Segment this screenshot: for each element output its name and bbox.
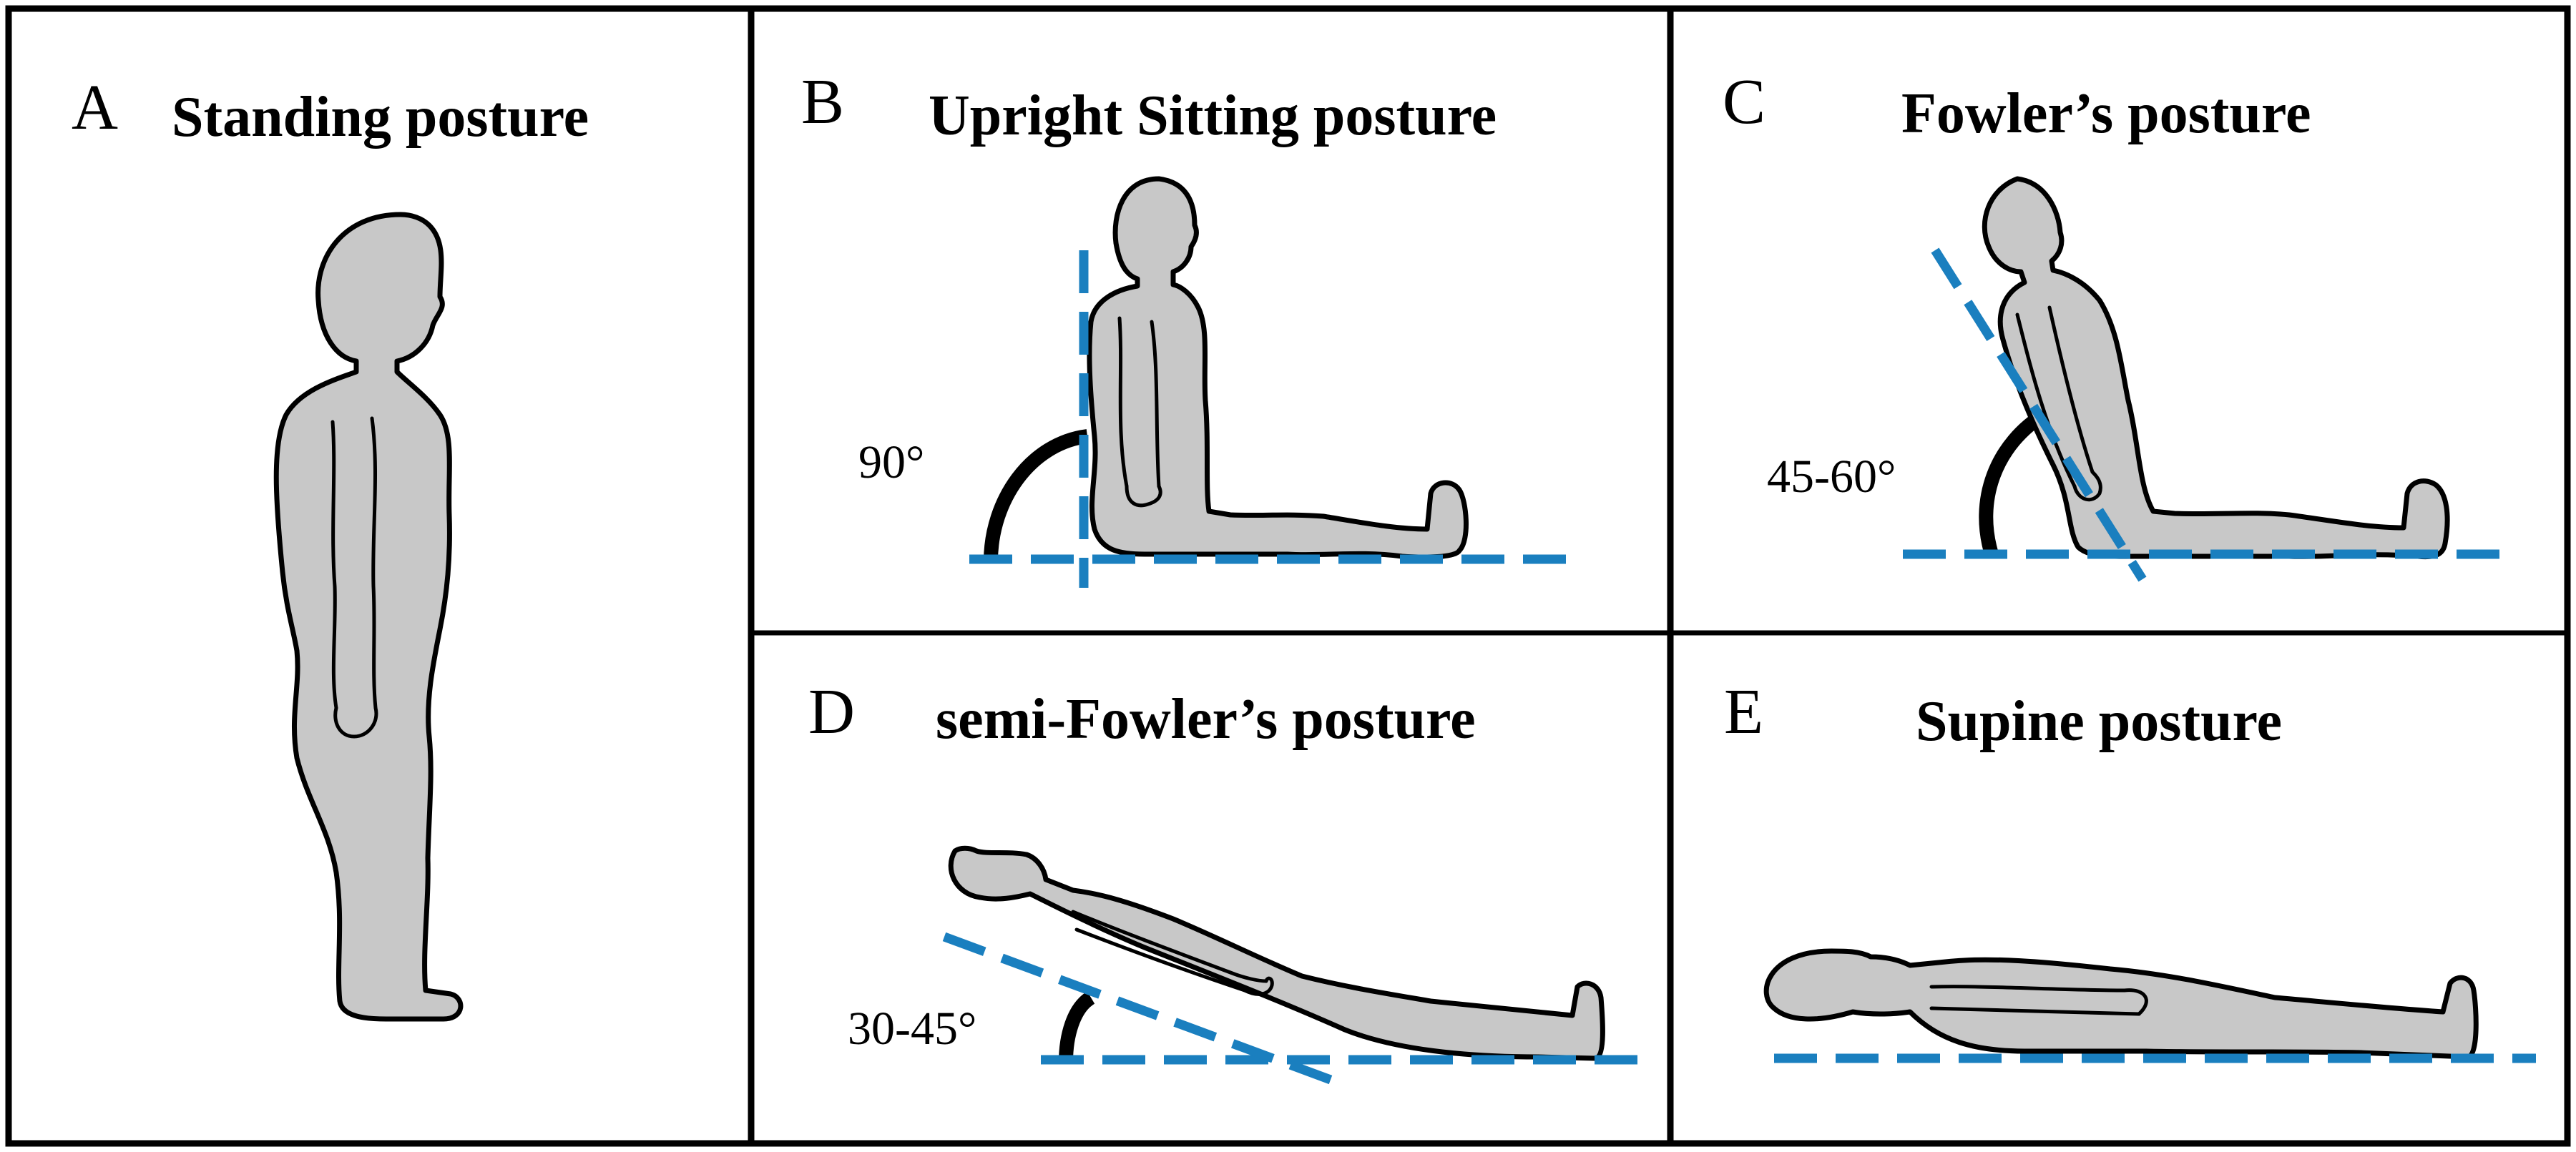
- panel-c: C Fowler’s posture 45-60°: [1723, 67, 2511, 582]
- panel-b-angle-label: 90°: [858, 436, 924, 488]
- panel-e-letter: E: [1724, 676, 1763, 747]
- panel-a-letter: A: [72, 72, 118, 143]
- panel-b-title: Upright Sitting posture: [929, 84, 1497, 147]
- sitting-figure: [1087, 176, 1469, 560]
- panel-b: B Upright Sitting posture 90°: [801, 67, 1574, 588]
- panel-e-title: Supine posture: [1916, 690, 2282, 753]
- panel-c-incline-line: [1931, 247, 2147, 582]
- panel-c-angle-label: 45-60°: [1767, 451, 1896, 503]
- panel-b-letter: B: [801, 67, 844, 137]
- supine-figure: [1763, 948, 2479, 1060]
- panel-c-letter: C: [1723, 67, 1766, 137]
- angle-arc-90: [984, 429, 1089, 562]
- panel-c-title: Fowler’s posture: [1901, 82, 2311, 145]
- panel-d-title: semi-Fowler’s posture: [936, 688, 1476, 751]
- fowler-figure: [1982, 176, 2450, 560]
- semi-fowler-figure: [948, 845, 1605, 1061]
- standing-figure: [276, 215, 461, 1019]
- panel-a: A Standing posture: [72, 72, 589, 1019]
- panel-d: D semi-Fowler’s posture 30-45°: [808, 676, 1645, 1085]
- angle-arc-45-60: [1979, 407, 2050, 559]
- panel-a-title: Standing posture: [172, 86, 589, 149]
- panel-e: E Supine posture: [1724, 676, 2536, 1063]
- angle-arc-30-45: [1059, 991, 1095, 1063]
- panel-d-angle-label: 30-45°: [848, 1003, 976, 1055]
- panel-grid: [5, 5, 2571, 1147]
- panel-d-letter: D: [808, 676, 855, 747]
- panel-d-incline-line: [942, 932, 1333, 1085]
